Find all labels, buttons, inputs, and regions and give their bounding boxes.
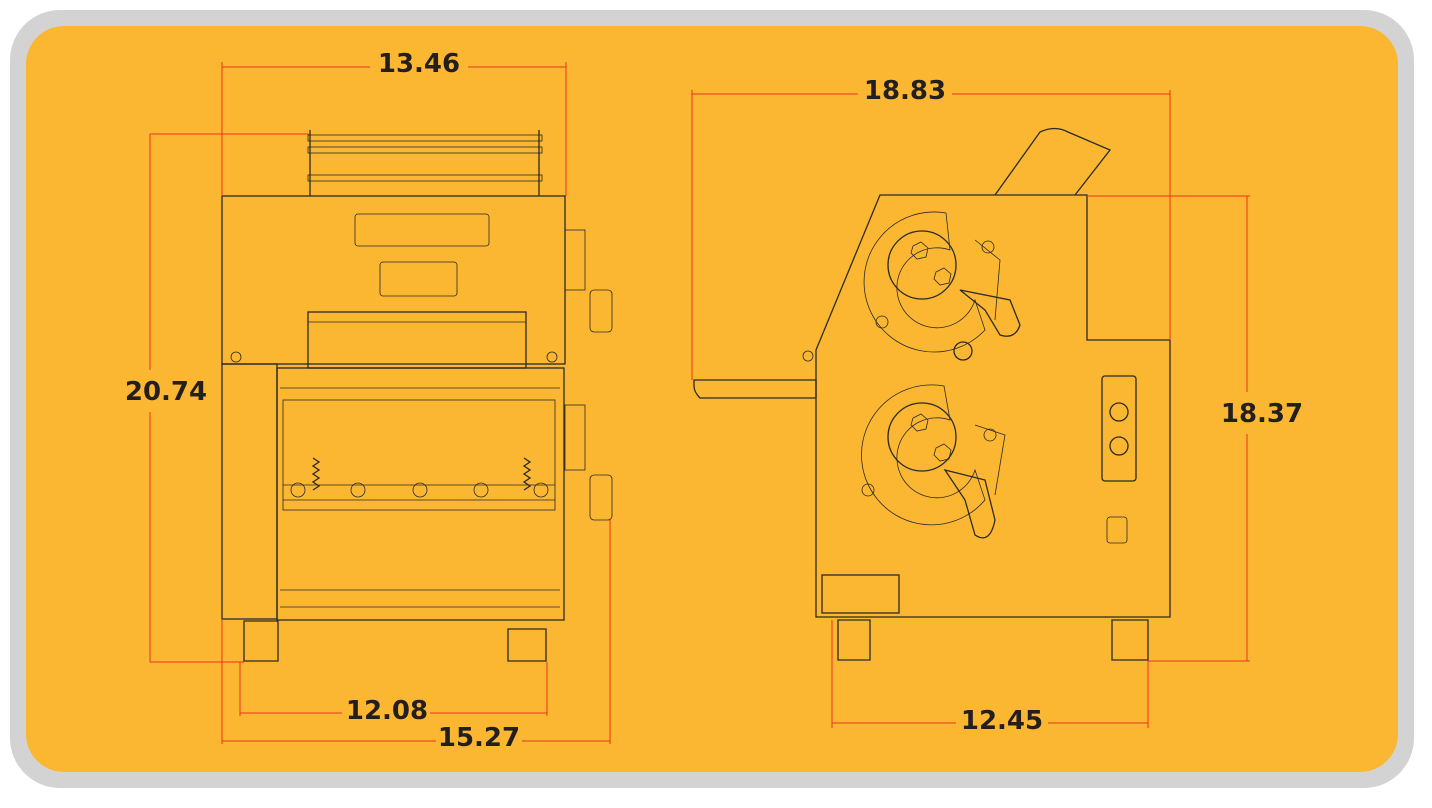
side-length-label: 18.83 [864,76,946,106]
front-feet-span-label: 12.08 [346,696,428,726]
front-width-label: 13.46 [378,49,460,79]
side-feet-span-label: 12.45 [961,706,1043,736]
front-height-label: 20.74 [125,377,207,407]
side-view-dimensions [691,90,1250,728]
front-overall-width-label: 15.27 [438,723,520,753]
side-height-label: 18.37 [1221,399,1303,429]
front-view-dimensions [149,62,611,744]
drawing-panel [26,26,1398,772]
side-view-machine [693,127,1171,661]
front-view-machine [221,130,613,662]
